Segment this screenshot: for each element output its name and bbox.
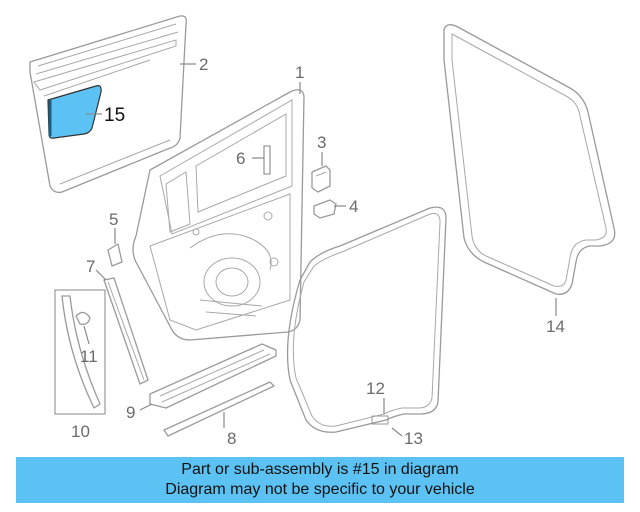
callout-1: 1 xyxy=(295,63,304,82)
leader-lines xyxy=(83,63,557,437)
callout-11: 11 xyxy=(80,347,98,366)
callout-14: 14 xyxy=(546,317,565,336)
part-4-clip xyxy=(313,199,337,219)
part-6-rod xyxy=(263,145,271,175)
info-banner: Part or sub-assembly is #15 in diagram D… xyxy=(16,457,624,503)
part-10-assembly-box xyxy=(54,289,106,415)
part-9-sill-trim xyxy=(149,343,277,409)
callout-6: 6 xyxy=(236,149,245,168)
part-12-weatherstrip xyxy=(286,206,447,433)
part-5-clip xyxy=(107,243,123,267)
callout-15: 15 xyxy=(104,105,125,126)
part-8-scuff-plate xyxy=(163,381,275,437)
callout-7: 7 xyxy=(86,257,95,276)
callout-2: 2 xyxy=(199,55,208,74)
banner-line-1: Part or sub-assembly is #15 in diagram xyxy=(181,461,459,478)
part-3-bracket xyxy=(311,165,331,193)
part-7-trim xyxy=(103,277,149,385)
callout-5: 5 xyxy=(109,210,118,229)
callout-13: 13 xyxy=(404,429,423,448)
callout-8: 8 xyxy=(227,429,236,448)
callout-labels: 1 2 15 3 4 5 6 7 9 8 10 11 12 13 14 xyxy=(71,55,565,448)
part-1-door-shell xyxy=(132,89,305,341)
callout-9: 9 xyxy=(126,403,135,422)
banner-line-2: Diagram may not be specific to your vehi… xyxy=(165,481,475,498)
callout-10: 10 xyxy=(71,422,90,441)
part-14-opening-seal xyxy=(443,24,616,295)
callout-12: 12 xyxy=(366,379,385,398)
part-2-door-panel xyxy=(29,15,188,194)
callout-4: 4 xyxy=(349,197,358,216)
callout-3: 3 xyxy=(317,133,326,152)
part-15-seal-pad xyxy=(47,85,102,139)
